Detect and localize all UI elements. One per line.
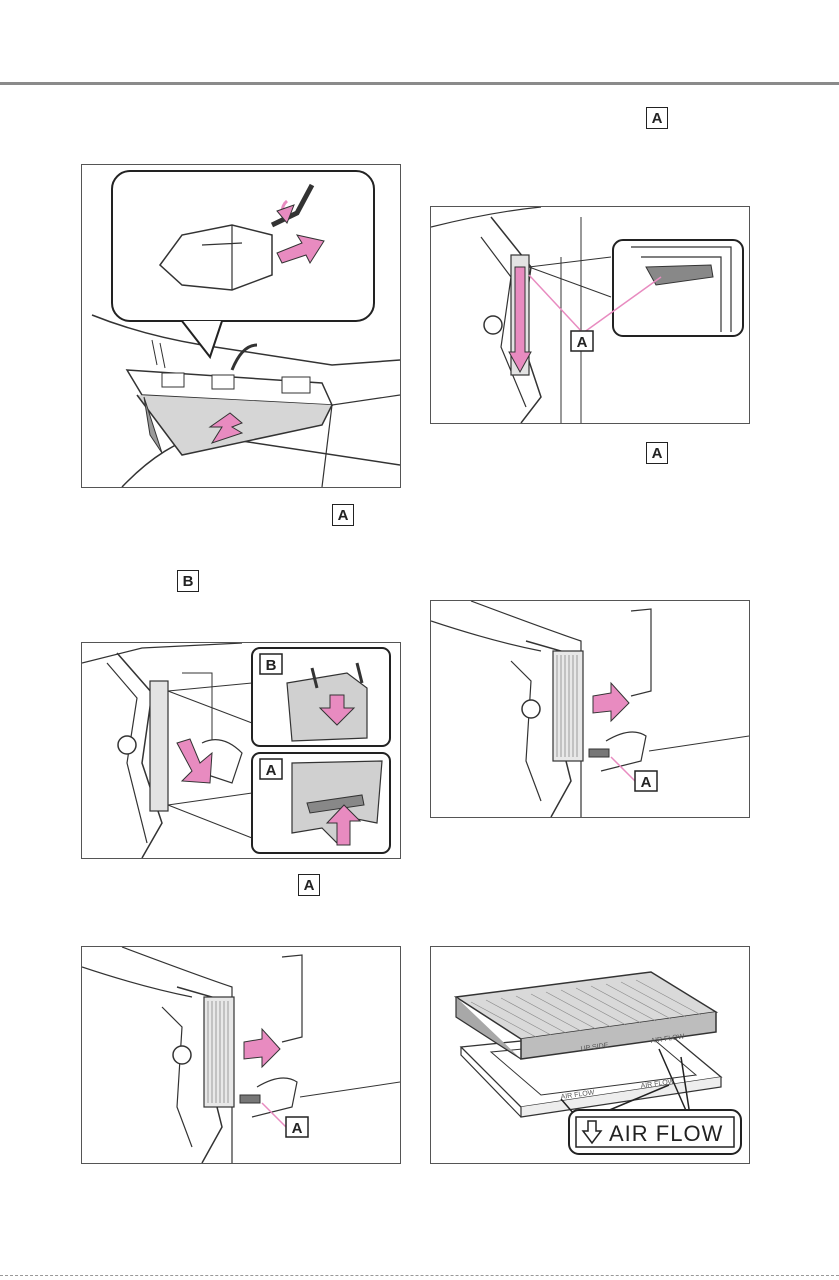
callout-a-top-right: A (646, 107, 668, 129)
figure-filter-pull-right: A (430, 600, 750, 818)
filter-pull-illustration: A (82, 947, 400, 1163)
callout-a-left-3: A (298, 874, 320, 896)
figure-filter-slide: A (430, 206, 750, 424)
air-flow-callout-text: AIR FLOW (609, 1121, 723, 1146)
figure-filter-orientation: UP SIDE AIR FLOW AIR FLOW AIR FLOW AIR F… (430, 946, 750, 1164)
figure-filter-pull-left: A (81, 946, 401, 1164)
figure-label-a: A (266, 762, 277, 779)
figure-label-b: B (266, 657, 277, 674)
figure-cover-release: B A (81, 642, 401, 859)
cover-release-illustration: B A (82, 643, 400, 858)
figure-label-a: A (577, 334, 588, 351)
filter-slide-illustration: A (431, 207, 749, 423)
filter-orientation-illustration: UP SIDE AIR FLOW AIR FLOW AIR FLOW AIR F… (431, 947, 749, 1163)
callout-a-left-1: A (332, 504, 354, 526)
header-rule (0, 82, 839, 85)
callout-a-right-2: A (646, 442, 668, 464)
footer-rule (0, 1275, 839, 1276)
connector-illustration (82, 165, 400, 487)
figure-label-a: A (292, 1120, 303, 1137)
callout-b-left: B (177, 570, 199, 592)
filter-pull-illustration-2: A (431, 601, 749, 817)
figure-connector (81, 164, 401, 488)
figure-label-a: A (641, 774, 652, 791)
